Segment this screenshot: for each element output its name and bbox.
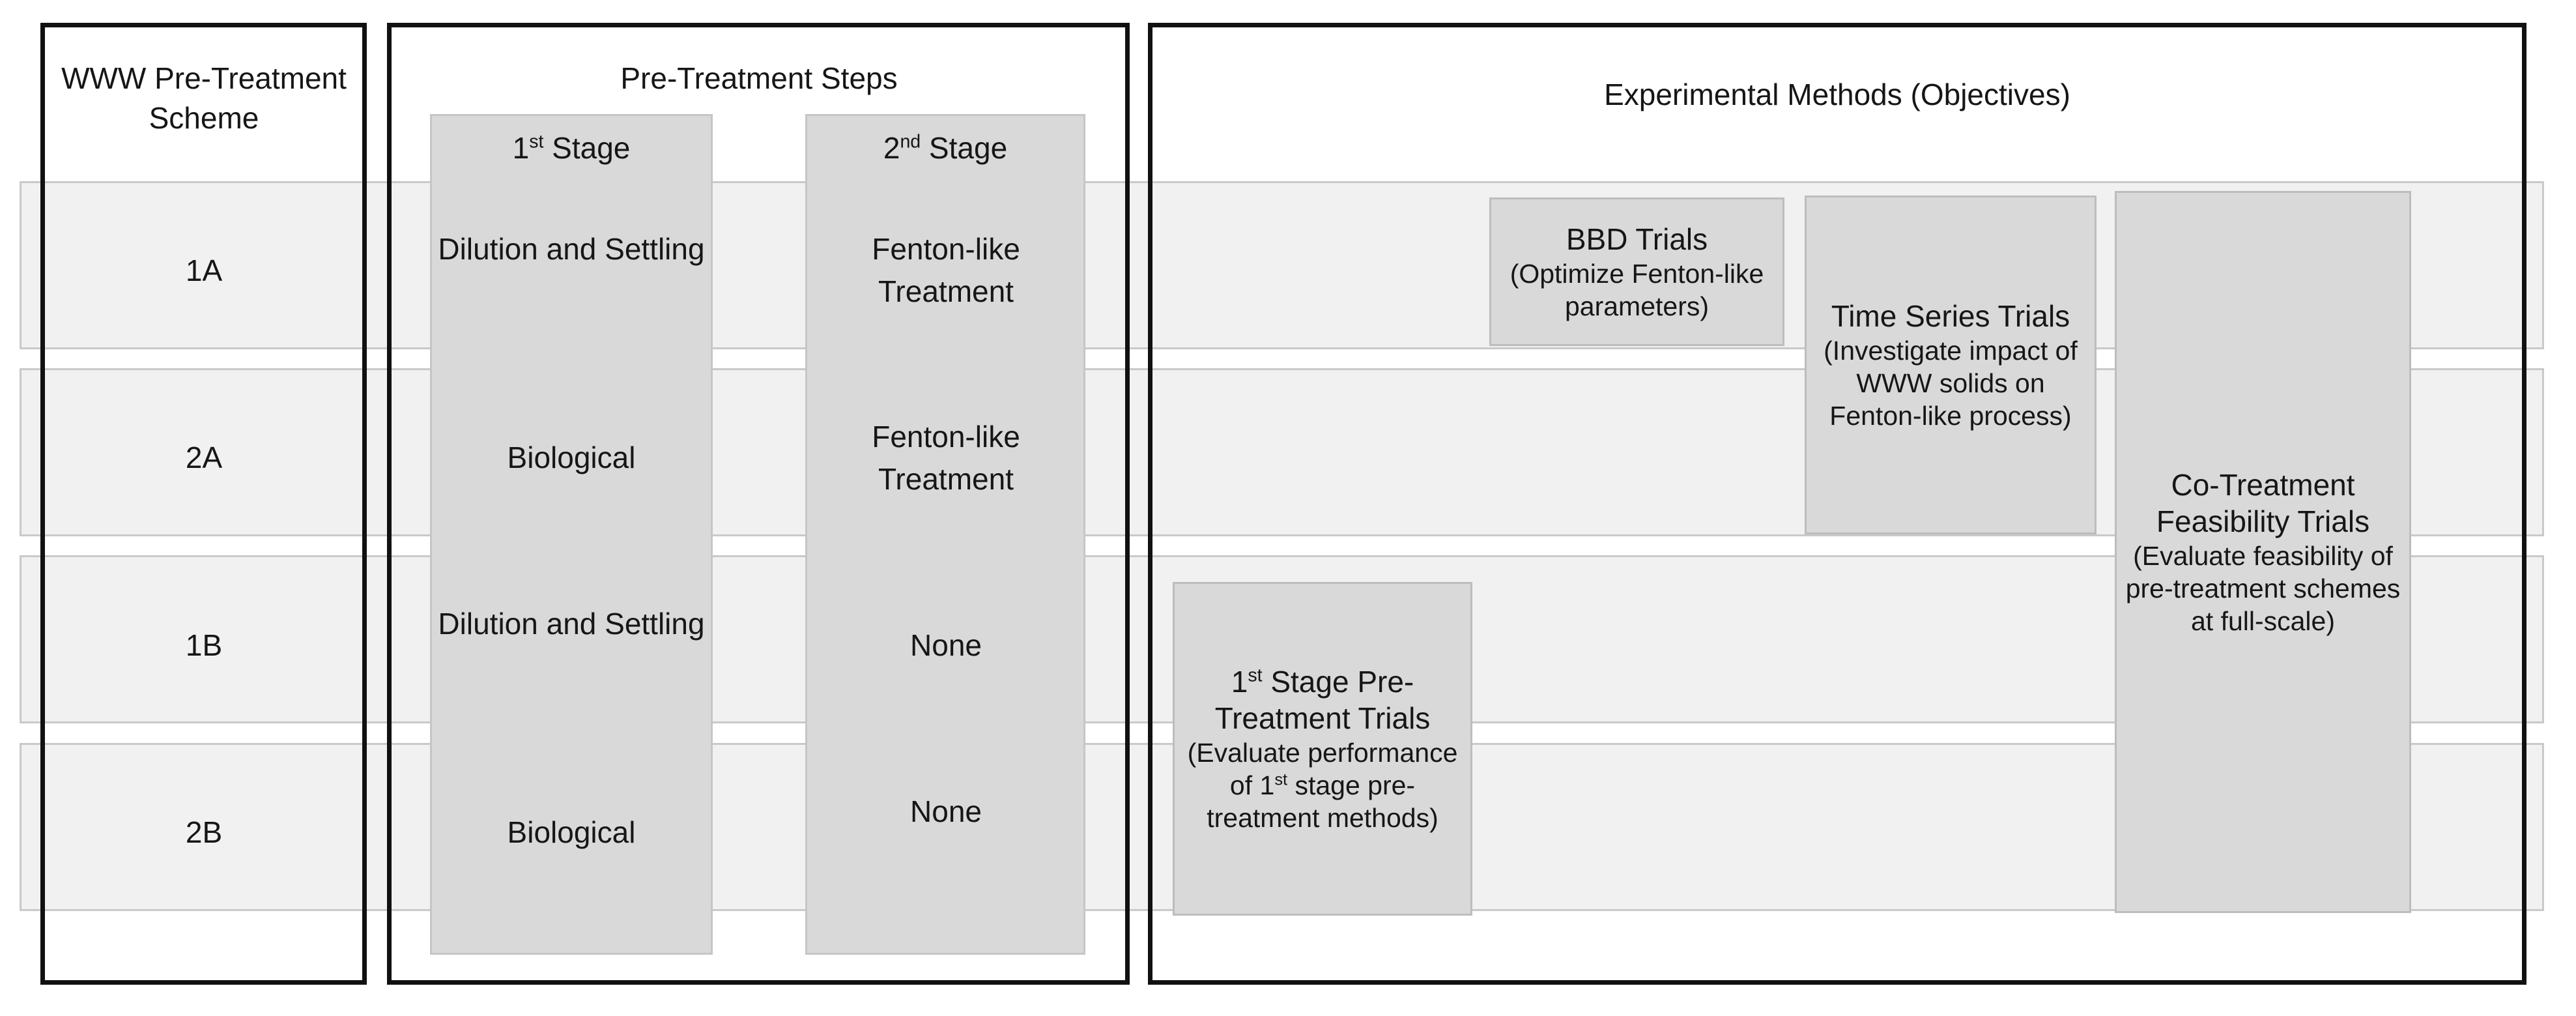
cell-stage1-1a: Dilution and Settling <box>438 232 705 266</box>
trial-box-time-series-trials[interactable]: Time Series Trials (Investigate impact o… <box>1805 196 2097 534</box>
cell-stage2-2a: Fenton-like Treatment <box>872 420 1020 497</box>
trial-subtitle-first-stage: (Evaluate performance of 1st stage pre-t… <box>1187 738 1458 834</box>
trial-box-bbd-trials[interactable]: BBD Trials (Optimize Fenton-like paramet… <box>1489 197 1784 346</box>
stage-strip-1st <box>430 114 713 955</box>
panel-title-steps: Pre-Treatment Steps <box>620 61 898 95</box>
trial-subtitle-co-treatment: (Evaluate feasibility of pre-treatment s… <box>2125 541 2401 637</box>
trial-title-bbd: BBD Trials <box>1566 222 1708 256</box>
panel-title-scheme: WWW Pre-Treatment Scheme <box>61 61 347 135</box>
stage-header-2nd-text: 2nd Stage <box>883 131 1008 165</box>
cell-stage1-1b: Dilution and Settling <box>438 607 705 641</box>
trial-title-time-series: Time Series Trials <box>1831 298 2070 333</box>
panel-scheme <box>40 23 367 985</box>
panel-steps <box>387 23 1130 985</box>
trial-title-co-treatment: Co-Treatment Feasibility Trials <box>2156 467 2370 538</box>
stage-header-1st-text: 1st Stage <box>512 131 631 165</box>
stage-header-1st: 1st Stage <box>430 130 713 166</box>
panel-methods <box>1148 23 2526 985</box>
cell-scheme-1b: 1B <box>185 628 223 662</box>
stage-header-2nd: 2nd Stage <box>805 130 1085 166</box>
cell-scheme-2a: 2A <box>185 441 223 474</box>
trial-subtitle-bbd: (Optimize Fenton-like parameters) <box>1510 259 1764 322</box>
trial-box-first-stage-pre-treatment-trials[interactable]: 1st Stage Pre-Treatment Trials (Evaluate… <box>1173 582 1472 916</box>
cell-stage1-2a: Biological <box>507 441 636 474</box>
cell-stage2-2b: None <box>910 794 982 828</box>
trial-box-co-treatment-feasibility-trials[interactable]: Co-Treatment Feasibility Trials (Evaluat… <box>2115 191 2411 913</box>
cell-scheme-1a: 1A <box>185 254 223 287</box>
trial-title-first-stage: 1st Stage Pre-Treatment Trials <box>1214 664 1431 735</box>
trial-subtitle-time-series: (Investigate impact of WWW solids on Fen… <box>1824 336 2078 431</box>
cell-stage1-2b: Biological <box>507 815 636 849</box>
cell-stage2-1a: Fenton-like Treatment <box>872 232 1020 309</box>
cell-scheme-2b: 2B <box>185 815 223 849</box>
stage-strip-2nd <box>805 114 1085 955</box>
cell-stage2-1b: None <box>910 628 982 662</box>
panel-title-methods: Experimental Methods (Objectives) <box>1604 78 2070 111</box>
